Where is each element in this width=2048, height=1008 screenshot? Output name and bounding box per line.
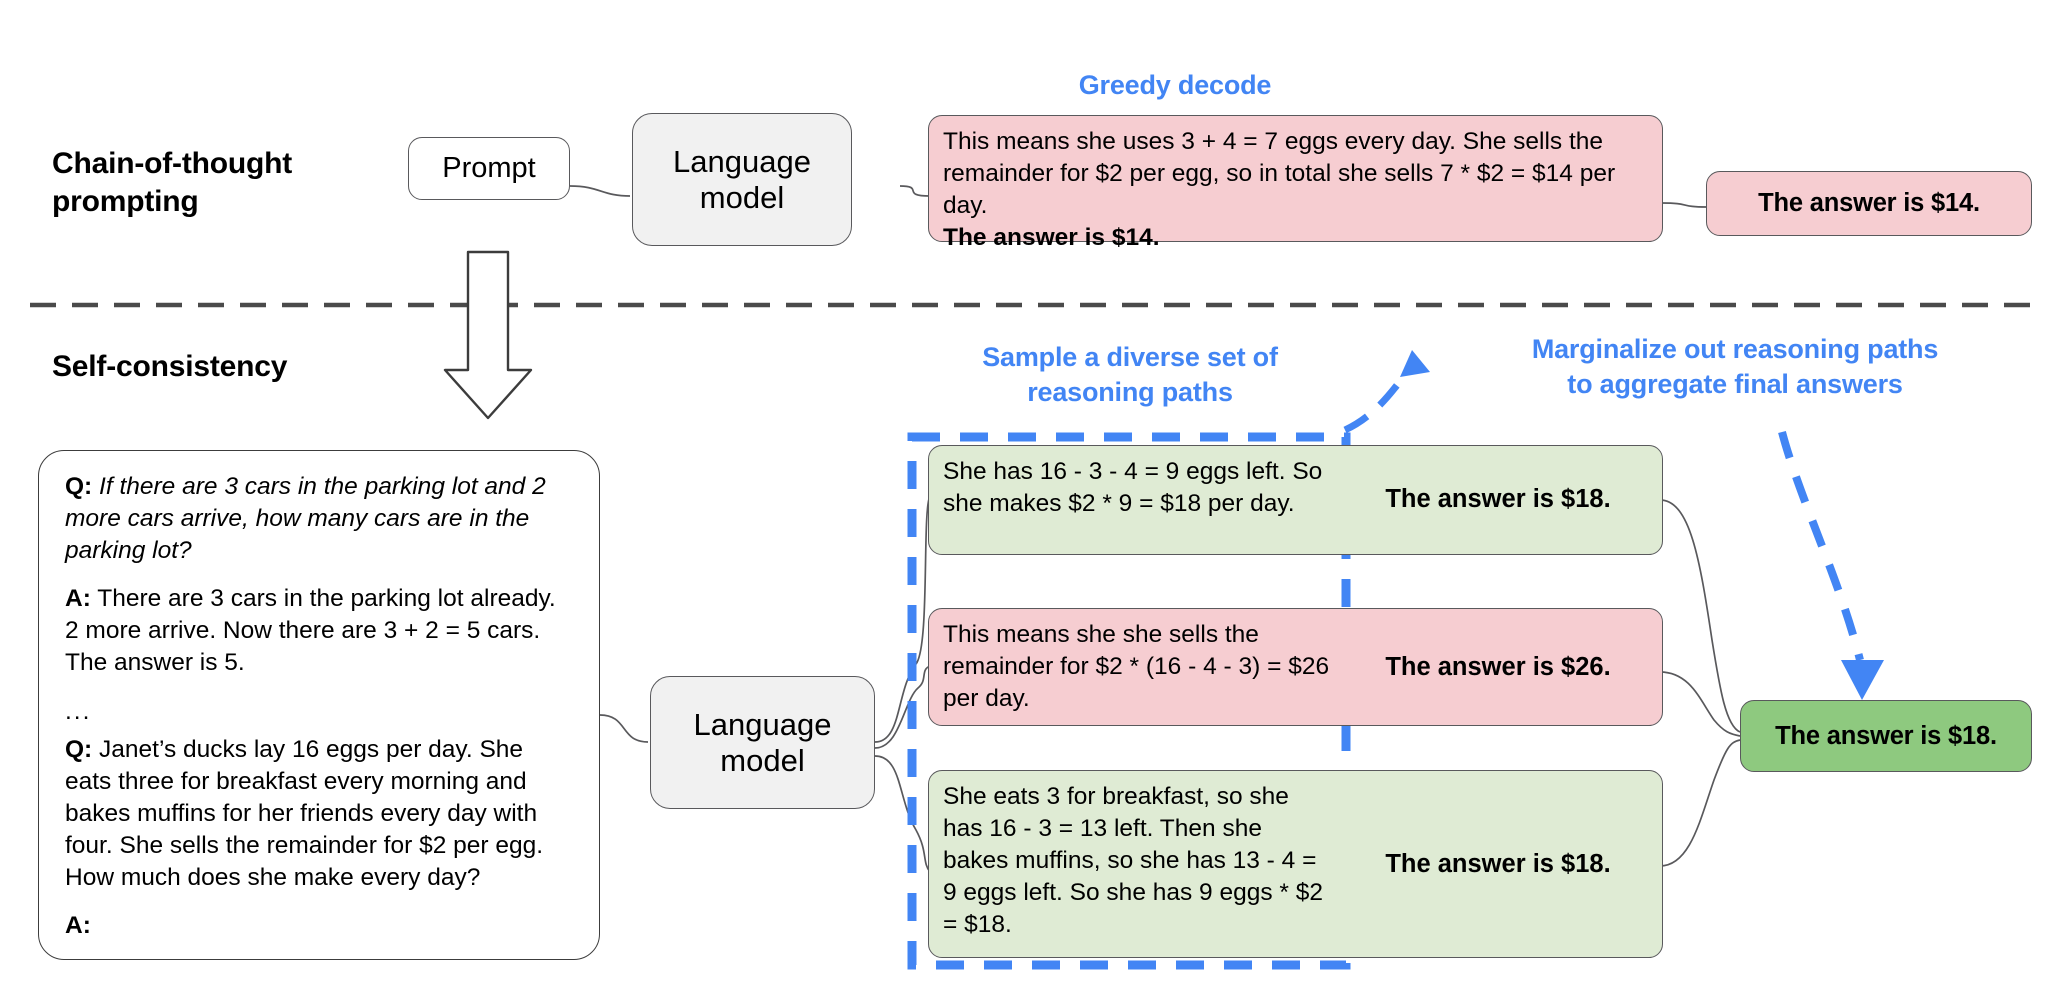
prompt-card-q2: Q: Janet’s ducks lay 16 eggs per day. Sh… — [65, 734, 573, 894]
prompt-card-a1-label: A: — [65, 585, 91, 613]
cot-reasoning-conclusion: The answer is $14. — [943, 223, 1160, 251]
node-prompt[interactable]: Prompt — [408, 137, 570, 200]
reasoning-path-box-2: This means she she sells the remainder f… — [928, 608, 1663, 726]
annotation-greedy-decode: Greedy decode — [1078, 70, 1272, 100]
prompt-card-a2: A: — [65, 910, 573, 942]
section-title-self-consistency: Self-consistency — [52, 350, 288, 383]
aggregated-final-answer-text: The answer is $18. — [1775, 721, 1997, 750]
reasoning-path-answer-text-2: The answer is $26. — [1385, 652, 1611, 681]
node-language-model-bottom-label: Language model — [693, 706, 832, 778]
prompt-card-a1: A: There are 3 cars in the parking lot a… — [65, 583, 573, 679]
prompt-card-a1-text: There are 3 cars in the parking lot alre… — [65, 585, 556, 677]
reasoning-path-answer-3: The answer is $18. — [1348, 833, 1648, 895]
reasoning-path-answer-1: The answer is $18. — [1348, 468, 1648, 530]
prompt-card-ellipsis: ... — [65, 697, 92, 725]
cot-reasoning-box: This means she uses 3 + 4 = 7 eggs every… — [928, 115, 1663, 251]
prompt-card-q2-text: Janet’s ducks lay 16 eggs per day. She e… — [65, 735, 544, 892]
reasoning-path-text-2: This means she she sells the remainder f… — [943, 621, 1330, 712]
reasoning-path-text-1: She has 16 - 3 - 4 = 9 eggs left. So she… — [943, 458, 1323, 517]
node-language-model-top[interactable]: Language model — [632, 113, 852, 246]
cot-final-answer-box: The answer is $14. — [1706, 171, 2032, 236]
node-prompt-label: Prompt — [442, 152, 536, 184]
cot-reasoning-text: This means she uses 3 + 4 = 7 eggs every… — [943, 128, 1616, 219]
section-title-chain-of-thought: Chain-of-thought prompting — [52, 147, 293, 219]
prompt-card-q1: Q: If there are 3 cars in the parking lo… — [65, 471, 573, 567]
annotation-marginalize: Marginalize out reasoning paths to aggre… — [1531, 334, 1939, 400]
prompt-card-q2-label: Q: — [65, 735, 93, 763]
annotation-sample-paths: Sample a diverse set of reasoning paths — [982, 342, 1278, 408]
cot-final-answer-text: The answer is $14. — [1758, 189, 1980, 217]
node-language-model-bottom[interactable]: Language model — [650, 676, 875, 809]
reasoning-path-answer-2: The answer is $26. — [1348, 636, 1648, 698]
prompt-card-q1-label: Q: — [65, 473, 93, 500]
reasoning-path-box-3: She eats 3 for breakfast, so she has 16 … — [928, 770, 1663, 958]
prompt-card-q1-text: If there are 3 cars in the parking lot a… — [65, 473, 546, 565]
reasoning-path-text-3: She eats 3 for breakfast, so she has 16 … — [943, 783, 1324, 938]
prompt-card-a2-label: A: — [65, 912, 91, 940]
prompt-card-ellipsis-row: ... — [65, 696, 573, 728]
reasoning-path-answer-text-3: The answer is $18. — [1385, 849, 1611, 878]
aggregated-final-answer-box: The answer is $18. — [1740, 700, 2032, 772]
reasoning-path-answer-text-1: The answer is $18. — [1385, 484, 1611, 513]
prompt-exemplar-card: Q: If there are 3 cars in the parking lo… — [38, 450, 600, 960]
reasoning-path-box-1: She has 16 - 3 - 4 = 9 eggs left. So she… — [928, 445, 1663, 555]
node-language-model-top-label: Language model — [673, 143, 811, 215]
